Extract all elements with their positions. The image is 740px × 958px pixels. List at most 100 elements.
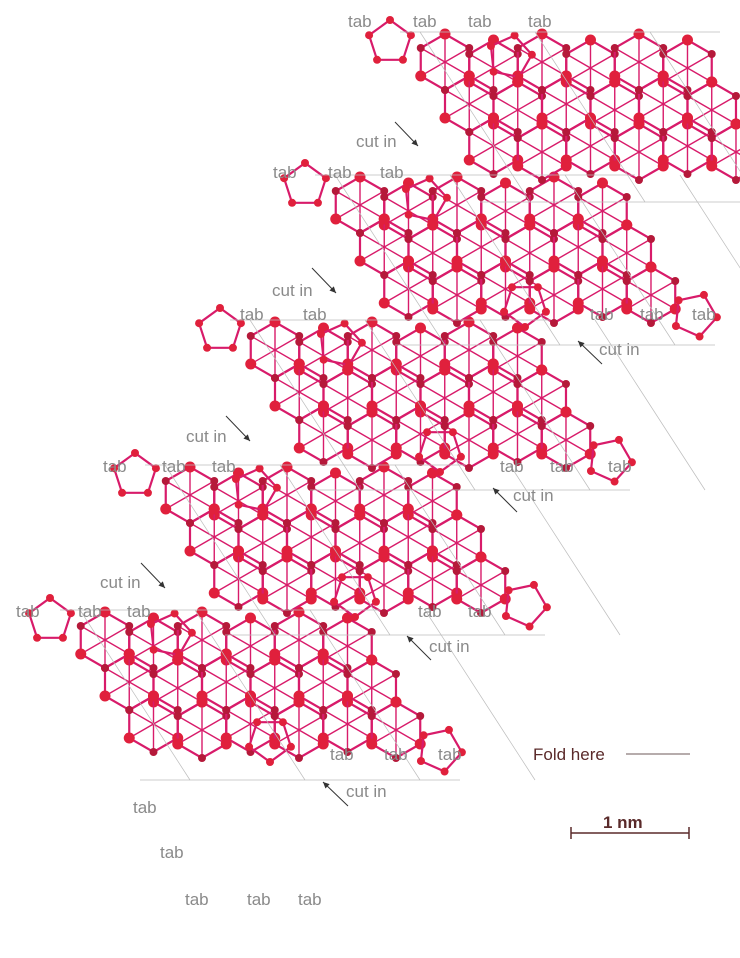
carbon-atom — [367, 374, 376, 382]
carbon-atom — [246, 664, 255, 672]
carbon-atom — [504, 586, 513, 595]
carbon-atom — [220, 732, 232, 744]
strip-fold-guides — [145, 464, 621, 636]
carbon-atom — [354, 593, 366, 605]
carbon-atom — [280, 174, 289, 183]
carbon-atom — [475, 297, 487, 309]
carbon-atom — [486, 42, 495, 50]
cut-in-marker: cut in — [322, 781, 387, 807]
carbon-atom — [258, 477, 267, 485]
carbon-atom — [343, 422, 352, 430]
carbon-atom — [414, 322, 426, 334]
carbon-atom — [371, 597, 380, 606]
carbon-atom — [295, 332, 304, 340]
cross-bond — [468, 377, 518, 407]
carbon-atom — [427, 303, 439, 315]
carbon-atom — [513, 134, 522, 142]
carbon-atom — [331, 519, 340, 527]
carbon-atom — [440, 422, 449, 430]
carbon-atom — [452, 567, 461, 575]
fold-lines — [60, 31, 740, 781]
carbon-atom — [378, 461, 390, 473]
carbon-atom — [307, 477, 316, 485]
carbon-atom — [319, 380, 328, 388]
cross-bond — [250, 673, 300, 703]
carbon-atom — [366, 316, 378, 328]
carbon-atom — [402, 587, 414, 599]
carbon-atom — [586, 467, 595, 475]
tab-label: tab — [640, 305, 664, 324]
strip-fold-guides — [230, 319, 706, 491]
carbon-atom — [390, 442, 402, 454]
cut-in-marker: cut in — [272, 267, 337, 300]
tab-label: tab — [413, 12, 437, 31]
tab-label: tab — [438, 745, 462, 764]
carbon-atom — [440, 332, 449, 340]
carbon-atom — [489, 92, 498, 100]
carbon-atom — [512, 160, 524, 172]
cross-bond — [420, 383, 470, 413]
cross-bond — [347, 425, 397, 455]
carbon-atom — [197, 754, 206, 762]
carbon-atom — [222, 622, 231, 630]
carbon-lattice — [25, 16, 740, 776]
carbon-atom — [404, 313, 413, 321]
carbon-atom — [475, 551, 487, 563]
carbon-atom — [501, 229, 510, 237]
cut-in-label: cut in — [186, 427, 227, 446]
carbon-atom — [355, 477, 364, 485]
cross-bond — [262, 570, 312, 600]
carbon-atom — [404, 229, 413, 237]
carbon-atom — [501, 567, 510, 575]
carbon-atom — [621, 219, 633, 231]
tab-label: tab — [590, 305, 614, 324]
carbon-atom — [340, 319, 349, 328]
cross-bond — [262, 480, 312, 510]
carbon-atom — [343, 748, 352, 756]
carbon-atom — [184, 461, 196, 473]
carbon-atom — [282, 609, 291, 617]
carbon-atom — [681, 112, 693, 124]
carbon-atom — [416, 44, 425, 52]
carbon-atom — [259, 506, 268, 515]
carbon-atom — [525, 187, 534, 195]
carbon-atom — [622, 277, 631, 285]
fold-here-label: Fold here — [533, 745, 605, 764]
carbon-atom — [365, 31, 374, 40]
carbon-atom — [489, 86, 498, 94]
carbon-atom — [487, 358, 499, 370]
carbon-atom — [562, 128, 571, 136]
cross-bond — [529, 280, 579, 310]
carbon-atom — [537, 176, 546, 184]
cut-in-label: cut in — [346, 782, 387, 801]
carbon-atom — [379, 519, 388, 527]
carbon-atom — [319, 374, 328, 382]
carbon-atom — [234, 519, 243, 527]
carbon-atom — [253, 718, 262, 727]
carbon-atom — [562, 50, 571, 58]
carbon-atom — [258, 561, 267, 569]
carbon-atom — [731, 176, 740, 184]
carbon-atom — [525, 622, 534, 631]
cross-bond — [493, 95, 543, 125]
carbon-atom — [319, 355, 328, 364]
cross-bond — [153, 673, 203, 703]
cross-bond — [371, 715, 421, 745]
carbon-atom — [511, 400, 523, 412]
carbon-atom — [429, 216, 438, 225]
cross-bond — [626, 280, 676, 310]
cross-bond — [359, 570, 409, 600]
carbon-atom — [271, 374, 279, 382]
pentagon-cap — [674, 293, 719, 338]
cross-bond — [177, 715, 227, 745]
carbon-atom — [184, 545, 196, 557]
carbon-atom — [149, 670, 158, 678]
cross-bond — [432, 280, 482, 310]
fold-line — [79, 609, 191, 781]
carbon-atom — [542, 603, 551, 612]
carbon-atom — [281, 551, 293, 563]
carbon-atom — [406, 31, 415, 40]
carbon-atom — [596, 255, 608, 267]
carbon-atom — [307, 561, 316, 569]
tube-strip — [195, 304, 636, 486]
